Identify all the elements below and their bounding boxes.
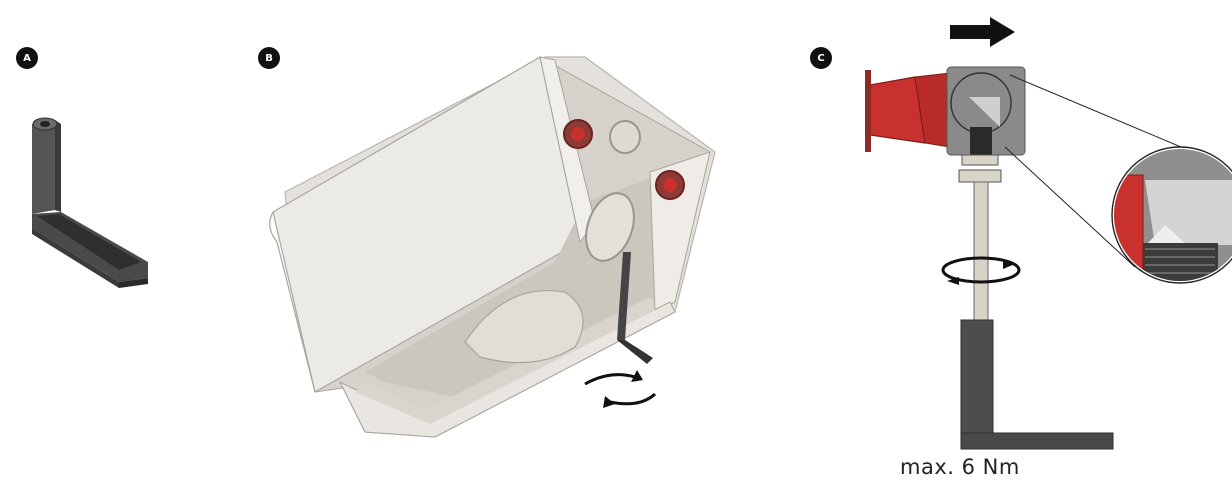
step-badge-b: B [258,47,280,69]
port-open [609,120,641,154]
inserted-hex-key [617,252,631,340]
panel-c-assembly-section [865,17,1232,450]
housing-tube [585,192,635,262]
panel-b-housing [269,56,716,438]
direction-arrow-icon [950,17,1015,47]
rotate-arrows-icon [941,256,1021,284]
tool-handle [960,319,994,446]
tool-handle-foot [960,432,1114,450]
tool-shaft [973,181,989,323]
torque-label: max. 6 Nm [900,455,1020,479]
magnifier-icon [1111,146,1232,284]
step-badge-a: A [16,47,38,69]
housing-dome [464,290,584,364]
step-badge-c: C [810,47,832,69]
tool-shaft [32,120,55,214]
rotate-arrows-icon [584,373,657,406]
panel-a-hex-key-tool [32,117,148,288]
